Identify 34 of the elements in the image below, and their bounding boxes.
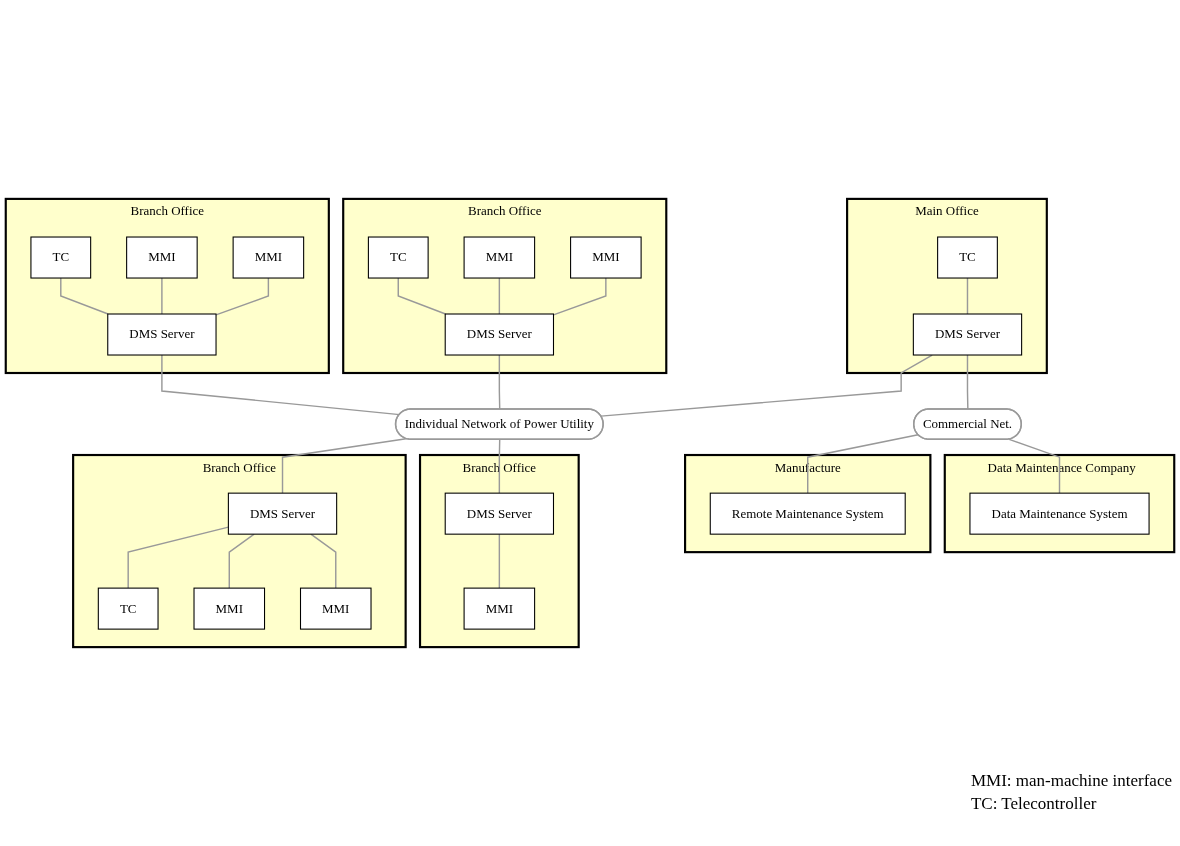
node-box: MMI bbox=[463, 236, 536, 279]
node-box: Data Maintenance System bbox=[969, 492, 1150, 535]
node-box: DMS Server bbox=[107, 313, 217, 356]
node-box: DMS Server bbox=[444, 492, 555, 535]
node-box: DMS Server bbox=[227, 492, 338, 535]
node-box: TC bbox=[937, 236, 998, 279]
note-text: TC: Telecontroller bbox=[970, 793, 1098, 816]
node-box: DMS Server bbox=[912, 313, 1023, 356]
node-box: TC bbox=[97, 587, 159, 630]
node-box: Remote Maintenance System bbox=[709, 492, 906, 535]
node-box: DMS Server bbox=[444, 313, 555, 356]
node-box: MMI bbox=[232, 236, 305, 279]
connector bbox=[228, 533, 255, 589]
note-text: MMI: man-machine interface bbox=[970, 770, 1172, 793]
connector bbox=[161, 277, 163, 315]
connector bbox=[310, 533, 337, 589]
connector bbox=[552, 277, 607, 316]
connector bbox=[281, 438, 407, 494]
connector bbox=[498, 533, 501, 589]
node-box: TC bbox=[367, 236, 429, 279]
connector bbox=[600, 354, 933, 417]
node-box: TC bbox=[30, 236, 92, 279]
connector bbox=[807, 434, 919, 494]
connector bbox=[498, 277, 501, 315]
connector bbox=[215, 277, 270, 316]
connector bbox=[966, 277, 969, 315]
connector bbox=[498, 438, 501, 494]
node-box: MMI bbox=[193, 587, 266, 630]
node-box: MMI bbox=[126, 236, 198, 279]
node-box: MMI bbox=[463, 587, 536, 630]
connector bbox=[60, 277, 109, 315]
connector bbox=[397, 277, 447, 315]
node-box: MMI bbox=[299, 587, 372, 630]
node-box: MMI bbox=[570, 236, 642, 279]
